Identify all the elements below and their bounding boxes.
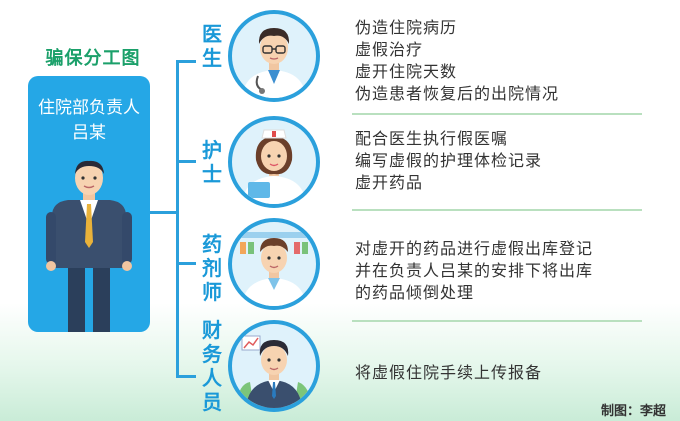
pharmacist-duties: 对虚开的药品进行虚假出库登记 并在负责人吕某的安排下将出库 的药品倾倒处理 (355, 238, 655, 304)
nurse-avatar (228, 116, 320, 208)
doctor-avatar-icon (242, 28, 306, 98)
divider (352, 113, 642, 115)
connector-branch-accountant (176, 375, 196, 378)
role-label-doctor: 医 生 (202, 22, 222, 70)
doctor-duties: 伪造住院病历 虚假治疗 虚开住院天数 伪造患者恢复后的出院情况 (355, 17, 655, 105)
duty-line: 配合医生执行假医嘱 (355, 129, 509, 148)
connector-branch-nurse (176, 160, 196, 163)
accountant-duties: 将虚假住院手续上传报备 (355, 362, 655, 384)
nurse-avatar-icon (242, 129, 306, 204)
manager-figure-icon (46, 160, 132, 332)
connector-branch-doctor (176, 60, 196, 63)
credit: 制图：李超 (600, 404, 666, 419)
divider (352, 320, 642, 322)
connector-vertical-spine (176, 60, 179, 378)
accountant-avatar (228, 320, 320, 412)
duty-line: 虚开住院天数 (355, 62, 458, 81)
duty-line: 伪造住院病历 (355, 18, 458, 37)
duty-line: 虚假治疗 (355, 40, 424, 59)
duty-line: 并在负责人吕某的安排下将出库 (355, 261, 594, 280)
duty-line: 的药品倾倒处理 (355, 283, 475, 302)
duty-line: 伪造患者恢复后的出院情况 (355, 84, 560, 103)
connector-horizontal-main (150, 211, 178, 214)
role-label-accountant: 财 务 人 员 (202, 318, 222, 414)
accountant-avatar-icon (236, 335, 312, 408)
pharmacist-avatar-icon (236, 232, 312, 306)
divider (352, 209, 642, 211)
pharmacist-avatar (228, 218, 320, 310)
duty-line: 编写虚假的护理体检记录 (355, 151, 543, 170)
manager-card: 住院部负责人 吕某 (28, 76, 150, 332)
doctor-avatar (228, 10, 320, 102)
page-title: 骗保分工图 (45, 48, 141, 69)
duty-line: 将虚假住院手续上传报备 (355, 363, 543, 382)
duty-line: 虚开药品 (355, 173, 424, 192)
connector-branch-pharmacist (176, 262, 196, 265)
nurse-duties: 配合医生执行假医嘱 编写虚假的护理体检记录 虚开药品 (355, 128, 655, 194)
role-label-nurse: 护 士 (202, 138, 222, 186)
manager-title: 住院部负责人 (38, 98, 140, 118)
manager-name: 吕某 (72, 123, 106, 143)
duty-line: 对虚开的药品进行虚假出库登记 (355, 239, 594, 258)
role-label-pharmacist: 药 剂 师 (202, 232, 222, 304)
